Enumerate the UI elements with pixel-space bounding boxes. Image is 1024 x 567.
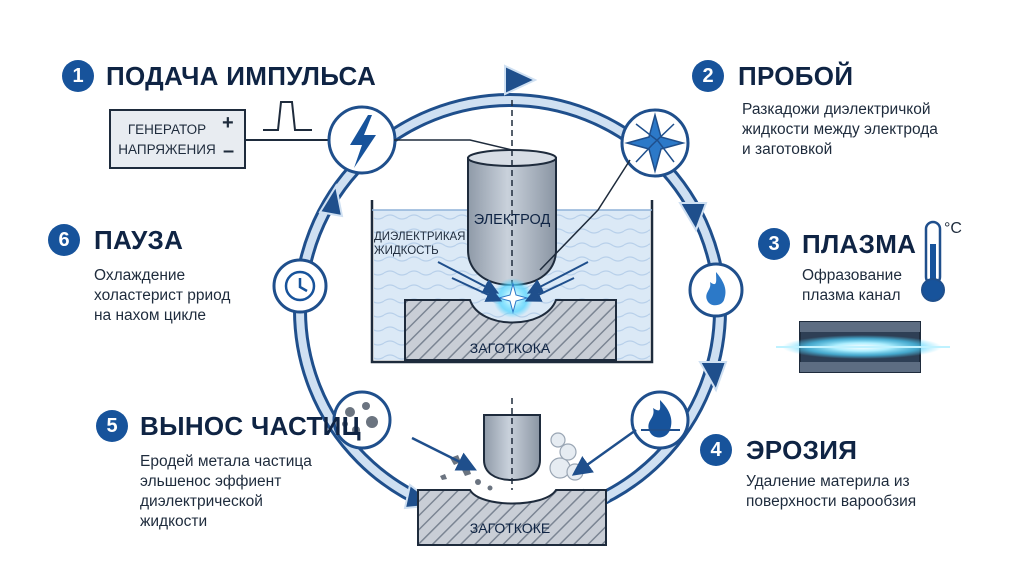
step-4-badge: 4 xyxy=(700,434,732,466)
thermometer-unit: °C xyxy=(944,220,962,237)
step-2-badge: 2 xyxy=(692,60,724,92)
step-1-title: ПОДАЧА ИМПУЛЬСА xyxy=(106,61,377,91)
step-6-badge: 6 xyxy=(48,224,80,256)
dielectric-fluid-label: ДИЭЛЕКТРИКАЯ ЖИДКОСТЬ xyxy=(374,231,466,257)
spark-star-icon xyxy=(620,108,690,178)
ring-arrow-right xyxy=(698,361,728,393)
ring-arrow-left xyxy=(318,183,344,218)
voltage-generator xyxy=(109,109,246,169)
tank-workpiece-label: ЗАГОТКОКА xyxy=(469,340,551,356)
step-3-badge: 3 xyxy=(758,228,790,260)
flush-arrows xyxy=(411,428,637,476)
fluid-flow-arrows xyxy=(437,261,589,302)
ring-arrow-top xyxy=(504,64,538,96)
electrode-wire xyxy=(394,139,513,151)
lower-workpiece xyxy=(417,489,607,546)
step-3-description: Офразование плазма канал xyxy=(802,267,902,304)
step-4-title: ЭРОЗИЯ xyxy=(746,435,858,465)
step-6-title: ПАУЗА xyxy=(94,225,184,255)
step-2-description: Разкадожи диэлектричкой жидкости между э… xyxy=(742,101,938,158)
step-5-title: ВЫНОС ЧАСТИЦ xyxy=(140,411,361,441)
generator-plus: + xyxy=(222,112,234,134)
spark-leader-line xyxy=(539,159,631,271)
step-5-description: Еродей метала частица эльшеноc эффиент д… xyxy=(140,453,312,530)
lower-electrode xyxy=(483,398,541,490)
step-2-title: ПРОБОЙ xyxy=(738,61,854,91)
electrode xyxy=(467,100,557,300)
blue-flame-icon xyxy=(630,390,690,450)
particles-icon xyxy=(332,390,392,450)
clock-icon xyxy=(272,258,328,314)
ring-arrow-upper-right xyxy=(678,202,708,233)
thermometer-icon xyxy=(921,220,945,302)
smoke-plume xyxy=(549,432,584,481)
flame-icon xyxy=(688,262,744,318)
step-6-description: Охлаждение холастерист рриод на нахом ци… xyxy=(94,267,231,324)
electrode-label: ЭЛЕКТРОД xyxy=(473,212,551,228)
plasma-channel xyxy=(776,321,950,373)
pulse-signal-icon xyxy=(263,101,312,131)
generator-label: ГЕНЕРАТОР НАПРЯЖЕНИЯ xyxy=(118,122,216,157)
lower-workpiece-label: ЗАГОТКОКЕ xyxy=(469,520,551,536)
spark-glow xyxy=(493,278,533,318)
step-1-badge: 1 xyxy=(62,60,94,92)
tank-workpiece xyxy=(404,299,617,361)
generator-minus: – xyxy=(223,140,235,162)
step-4-description: Удаление материла из поверхности варообз… xyxy=(746,473,917,510)
lightning-icon xyxy=(327,105,397,175)
step-5-badge: 5 xyxy=(96,410,128,442)
step-3-title: ПЛАЗМА xyxy=(802,229,917,259)
